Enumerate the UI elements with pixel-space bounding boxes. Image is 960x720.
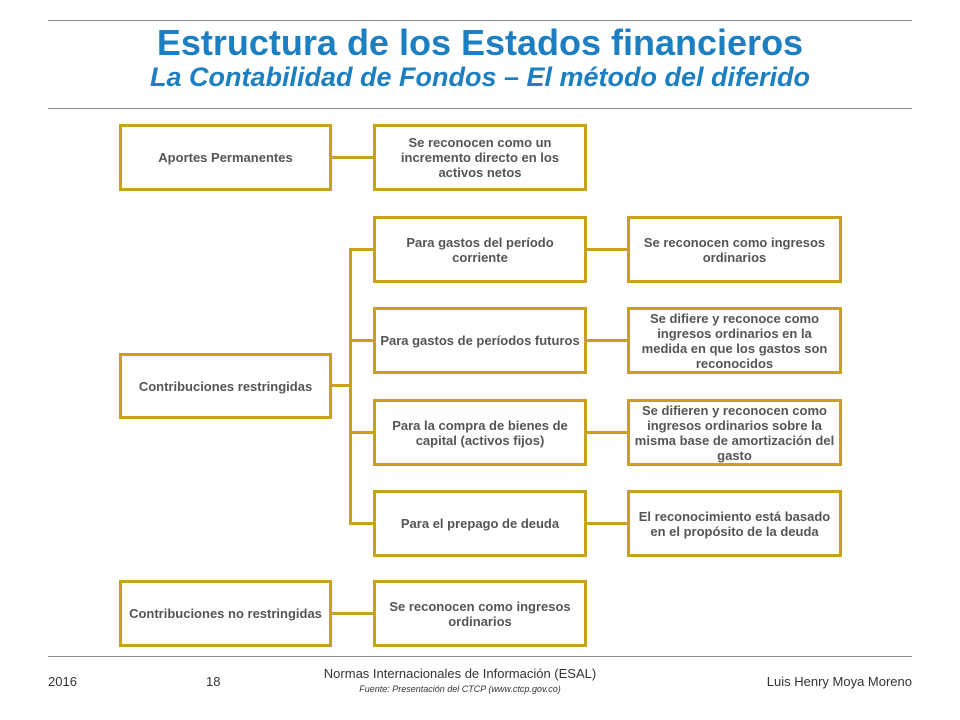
connector-result-4 — [586, 522, 628, 525]
top-rule — [48, 20, 912, 21]
box-result-prepago-deuda: El reconocimiento está basado en el prop… — [627, 490, 842, 557]
footer-year: 2016 — [48, 674, 77, 689]
connector-restringidas-stem — [331, 384, 351, 387]
box-branch-prepago-deuda: Para el prepago de deuda — [373, 490, 587, 557]
footer-page-number: 18 — [206, 674, 221, 689]
box-no-restringidas-result: Se reconocen como ingresos ordinarios — [373, 580, 587, 647]
connector-branch-2 — [349, 339, 374, 342]
page-title: Estructura de los Estados financieros — [156, 22, 804, 63]
footer-rule — [48, 656, 912, 657]
box-branch-bienes-capital: Para la compra de bienes de capital (act… — [373, 399, 587, 466]
box-contribuciones-restringidas: Contribuciones restringidas — [119, 353, 332, 419]
connector-result-3 — [586, 431, 628, 434]
connector-aportes — [331, 156, 374, 159]
box-branch-periodo-corriente: Para gastos del período corriente — [373, 216, 587, 283]
box-branch-periodos-futuros: Para gastos de períodos futuros — [373, 307, 587, 374]
connector-branch-3 — [349, 431, 374, 434]
box-result-bienes-capital: Se difieren y reconocen como ingresos or… — [627, 399, 842, 466]
connector-result-2 — [586, 339, 628, 342]
header-rule — [48, 108, 912, 109]
footer-source: Fuente: Presentación del CTCP (www.ctcp.… — [359, 684, 561, 694]
connector-branch-4 — [349, 522, 374, 525]
page-subtitle: La Contabilidad de Fondos – El método de… — [149, 62, 811, 92]
box-aportes-permanentes: Aportes Permanentes — [119, 124, 332, 191]
footer-author: Luis Henry Moya Moreno — [766, 674, 912, 689]
box-result-periodo-corriente: Se reconocen como ingresos ordinarios — [627, 216, 842, 283]
connector-result-1 — [586, 248, 628, 251]
footer-center-title: Normas Internacionales de Información (E… — [323, 666, 597, 681]
connector-no-restringidas — [331, 612, 374, 615]
connector-branch-1 — [349, 248, 374, 251]
box-result-periodos-futuros: Se difiere y reconoce como ingresos ordi… — [627, 307, 842, 374]
box-aportes-result: Se reconocen como un incremento directo … — [373, 124, 587, 191]
connector-restringidas-vertical — [349, 248, 352, 525]
box-contribuciones-no-restringidas: Contribuciones no restringidas — [119, 580, 332, 647]
